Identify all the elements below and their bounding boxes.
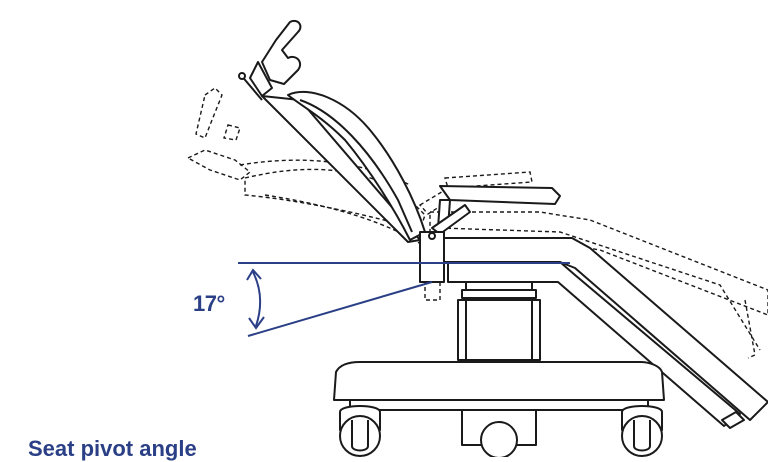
left-caster (339, 405, 381, 457)
right-caster (621, 405, 663, 457)
tilt-line (247, 281, 433, 337)
arc-arrowhead-bottom (248, 316, 265, 330)
chair-base (333, 361, 665, 401)
angle-indicator (238, 262, 570, 337)
center-caster (480, 421, 518, 457)
arc-arrowhead-top (246, 268, 262, 281)
angle-label: 17° (193, 291, 225, 316)
pivot-block (419, 231, 445, 283)
diagram-caption: Seat pivot angle (28, 436, 197, 461)
armrest (439, 185, 561, 205)
headrest (261, 20, 302, 85)
angle-arc (252, 271, 262, 327)
chair-solid-outline (238, 20, 768, 457)
